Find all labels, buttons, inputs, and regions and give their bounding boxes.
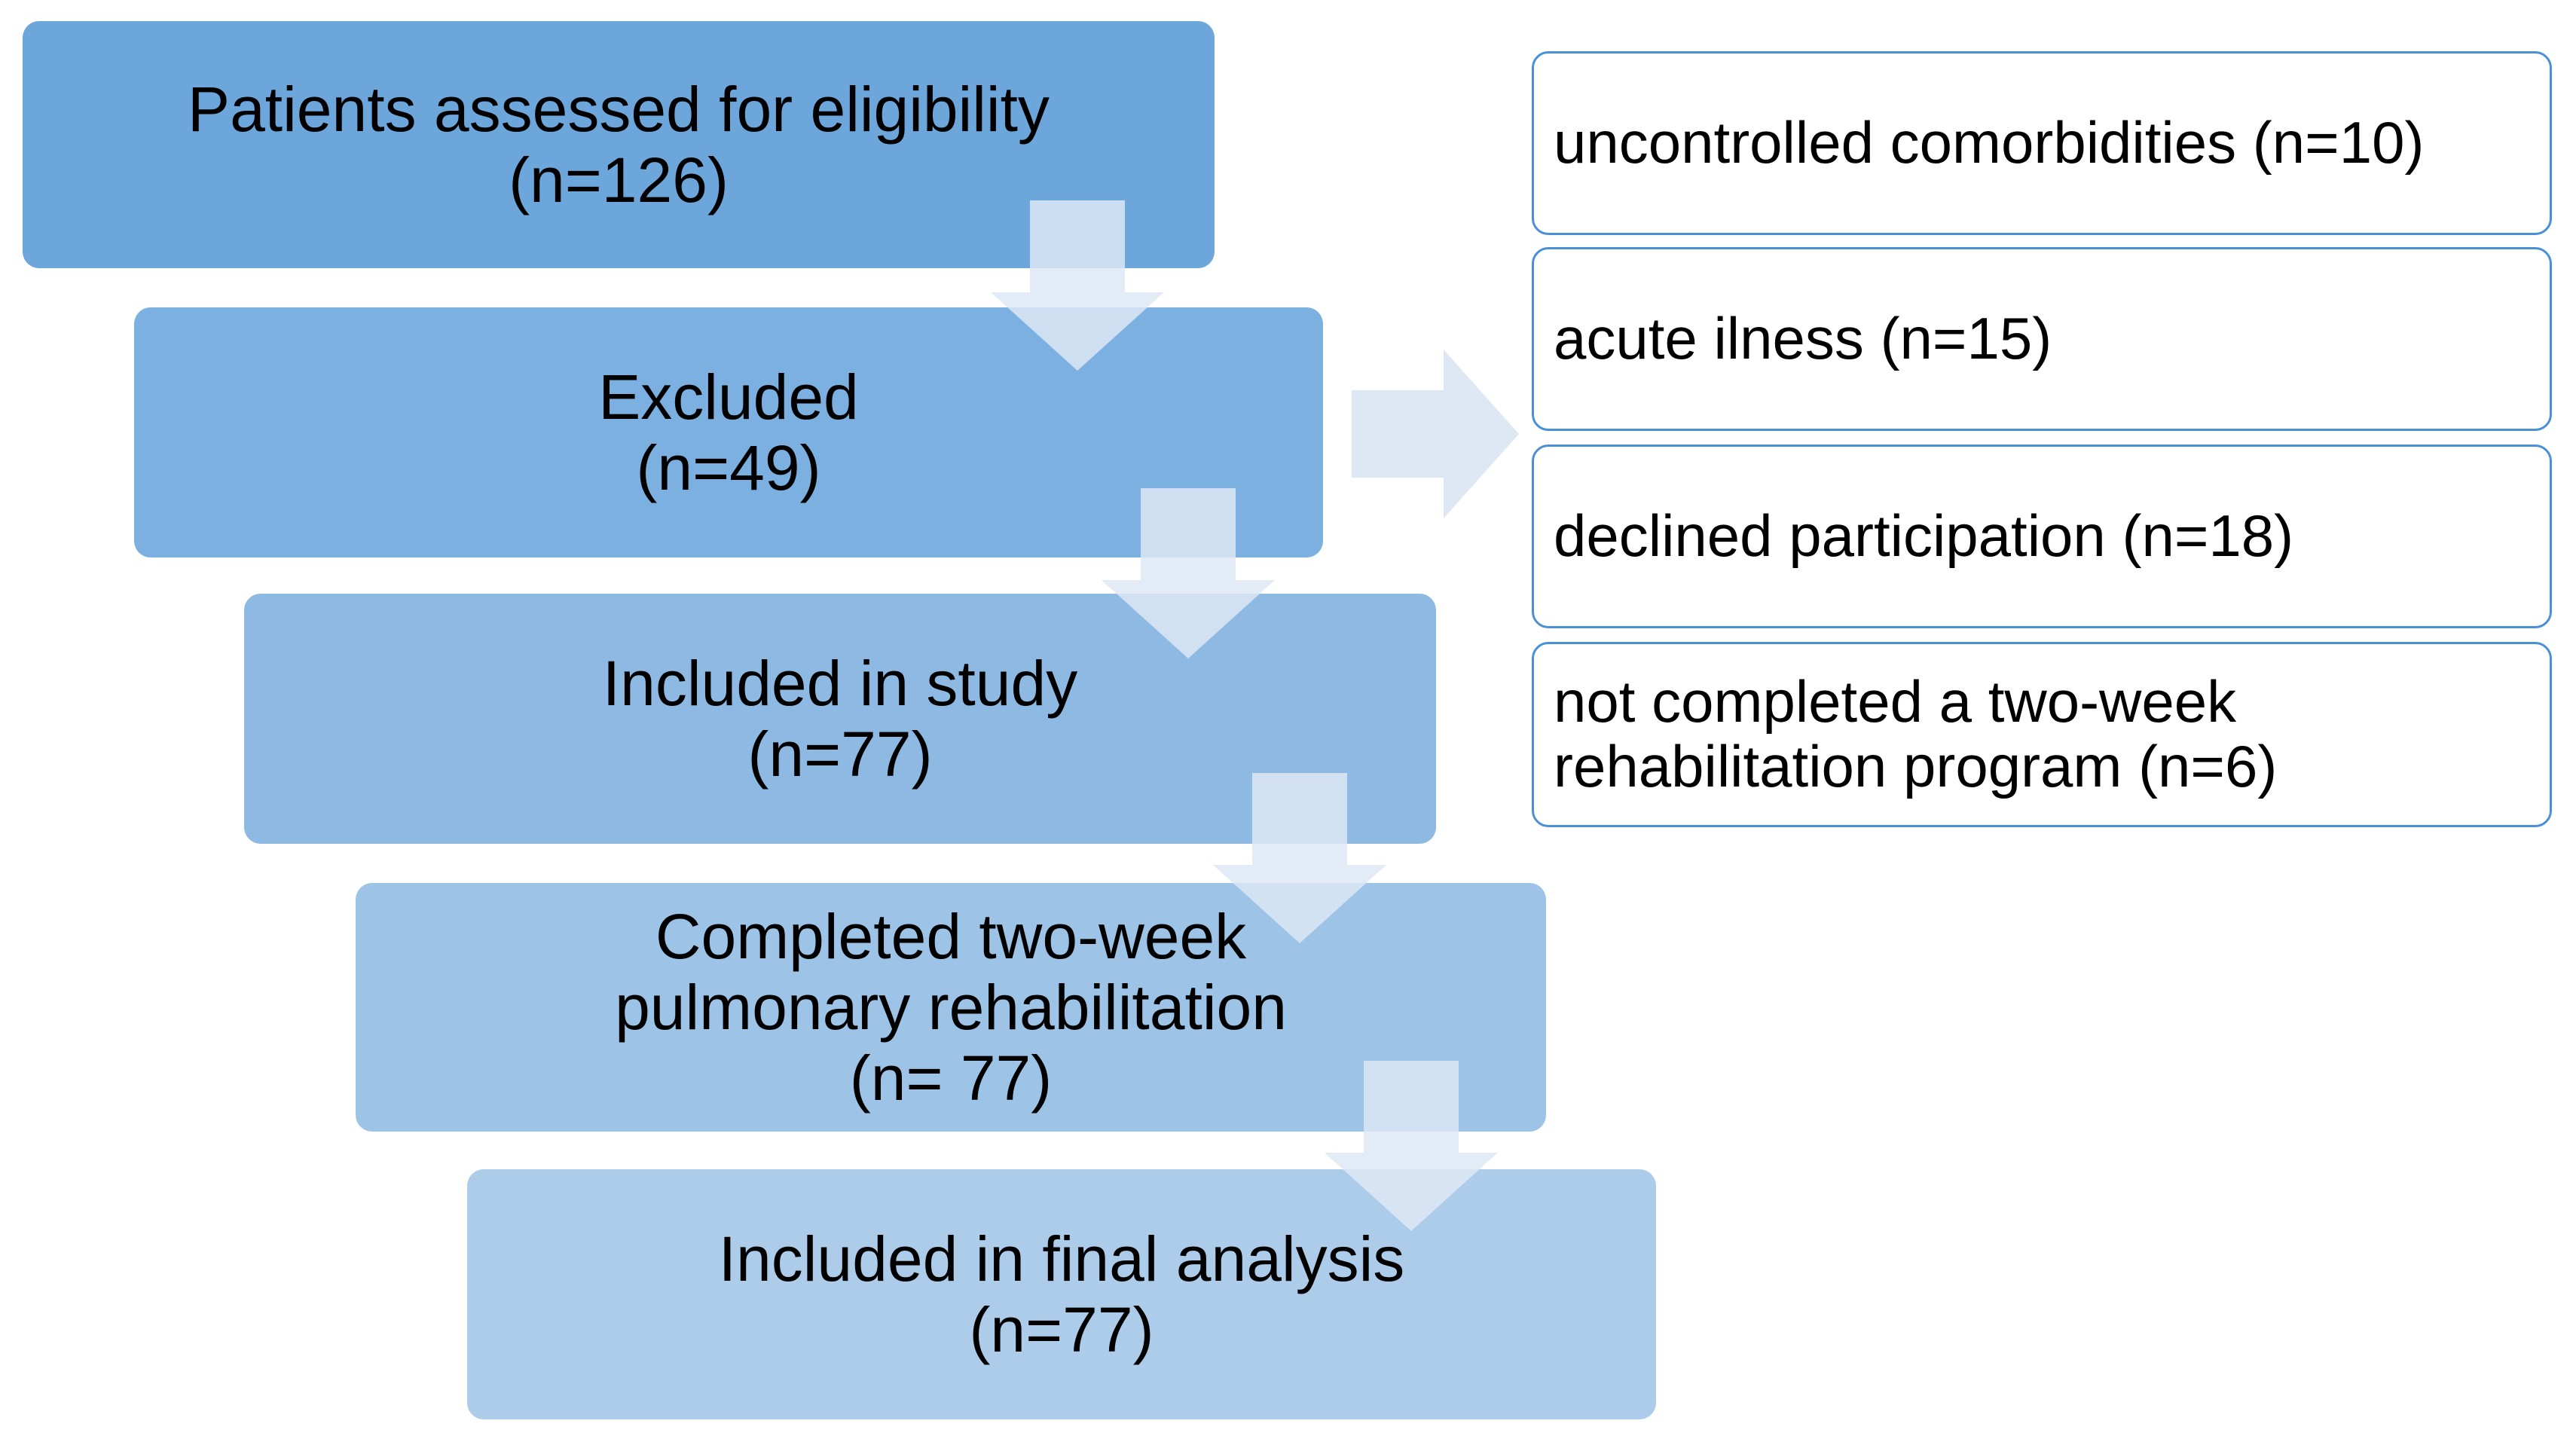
- step-excluded-count: (n=49): [636, 432, 821, 503]
- reason-not-completed-line2: rehabilitation program (n=6): [1554, 733, 2278, 799]
- reason-not-completed-box: not completed a two-week rehabilitation …: [1532, 642, 2552, 827]
- step-included-count: (n=77): [747, 719, 933, 790]
- step-completed-line2: pulmonary rehabilitation: [615, 971, 1287, 1043]
- step-excluded-title: Excluded: [598, 361, 859, 432]
- reason-declined-box: declined participation (n=18): [1532, 444, 2552, 628]
- step-final-count: (n=77): [969, 1294, 1154, 1365]
- reason-comorbidities-text: uncontrolled comorbidities (n=10): [1554, 109, 2425, 176]
- step-final-box: Included in final analysis (n=77): [467, 1169, 1656, 1419]
- reason-acute-illness-box: acute ilness (n=15): [1532, 247, 2552, 431]
- step-completed-count: (n= 77): [849, 1043, 1053, 1114]
- step-completed-box: Completed two-week pulmonary rehabilitat…: [356, 883, 1546, 1132]
- down-arrow-4: [1325, 1061, 1498, 1231]
- step-completed-line1: Completed two-week: [655, 900, 1247, 972]
- step-included-title: Included in study: [602, 647, 1078, 719]
- step-final-title: Included in final analysis: [718, 1223, 1405, 1294]
- reason-comorbidities-box: uncontrolled comorbidities (n=10): [1532, 51, 2552, 235]
- down-arrow-3: [1213, 773, 1386, 943]
- reason-acute-illness-text: acute ilness (n=15): [1554, 305, 2052, 372]
- step-assessed-box: Patients assessed for eligibility (n=126…: [23, 21, 1215, 268]
- step-included-box: Included in study (n=77): [244, 594, 1436, 844]
- reason-declined-text: declined participation (n=18): [1554, 503, 2294, 570]
- right-arrow: [1352, 350, 1519, 518]
- step-assessed-title: Patients assessed for eligibility: [188, 73, 1050, 145]
- down-arrow-2: [1102, 488, 1275, 658]
- step-assessed-count: (n=126): [509, 145, 729, 215]
- reason-not-completed-line1: not completed a two-week: [1554, 668, 2237, 735]
- step-excluded-box: Excluded (n=49): [134, 307, 1323, 558]
- down-arrow-1: [991, 200, 1164, 371]
